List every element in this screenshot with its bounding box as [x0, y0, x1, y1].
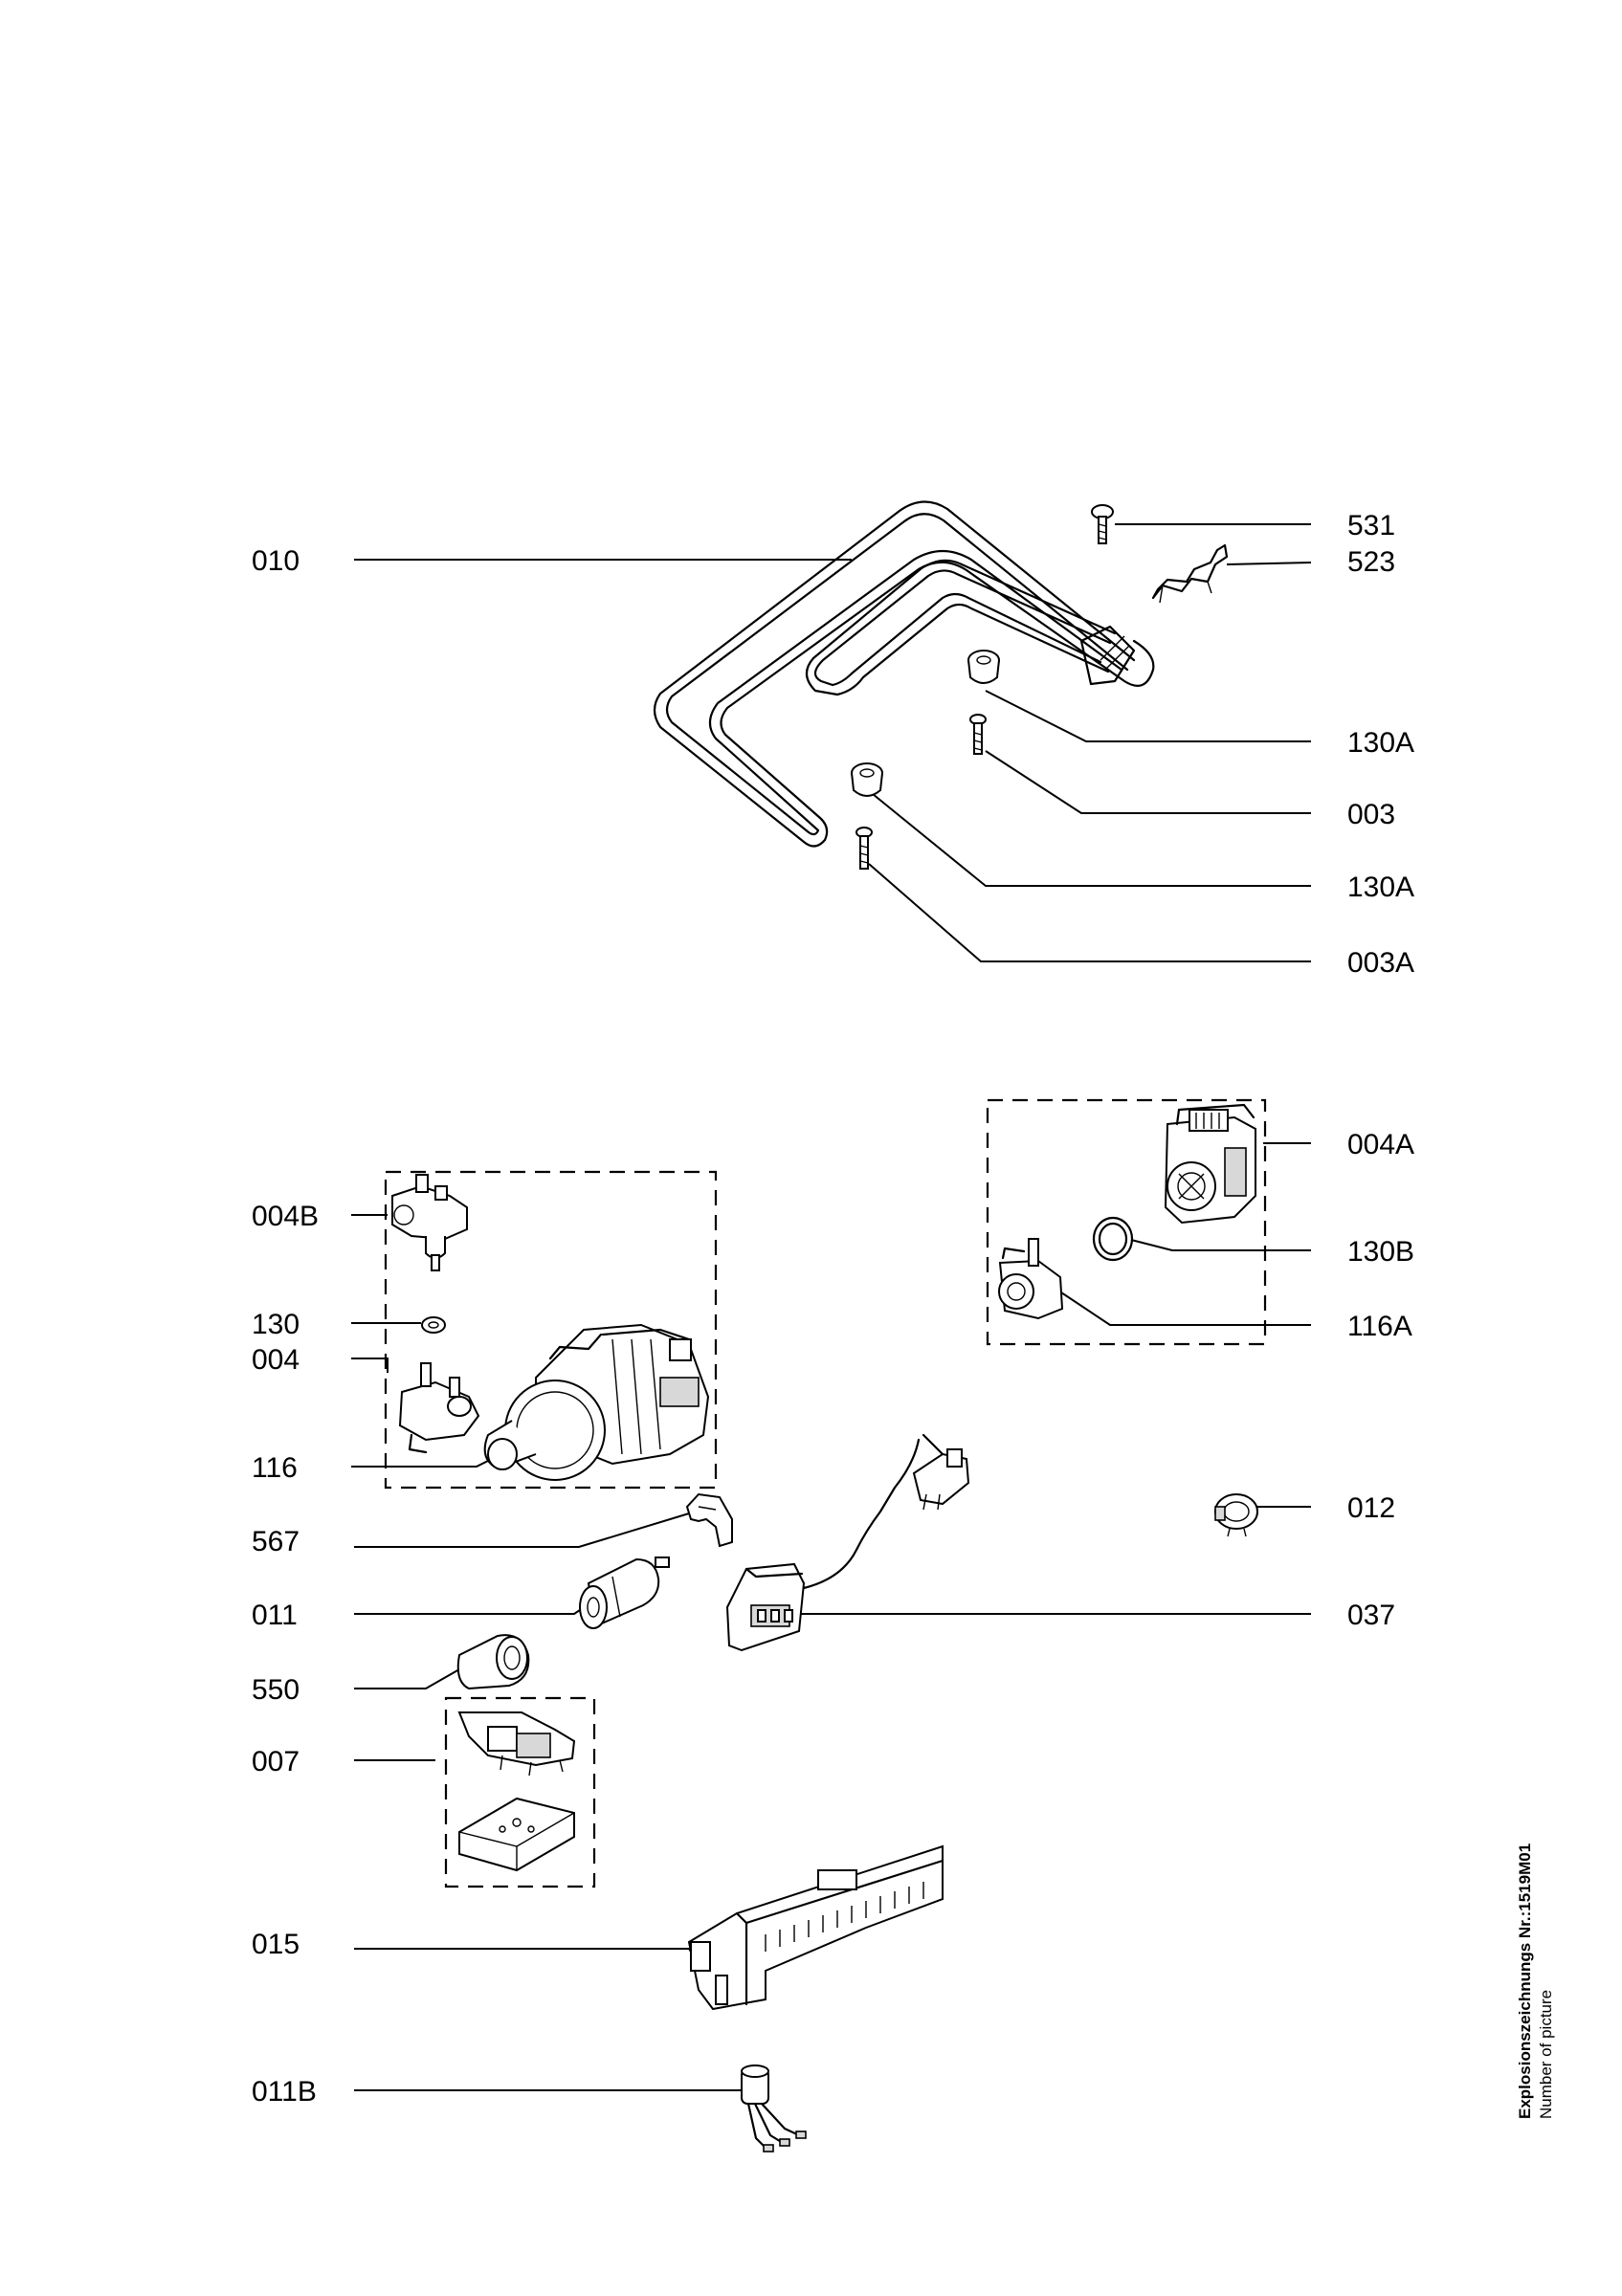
label-130: 130	[252, 1309, 300, 1340]
label-011: 011	[252, 1600, 298, 1631]
group-box-007	[444, 1696, 596, 1888]
control-module-015	[687, 1844, 944, 2011]
seal-ring-130B	[1092, 1216, 1134, 1262]
label-004: 004	[252, 1344, 300, 1376]
label-550: 550	[252, 1674, 300, 1706]
cap-550	[456, 1634, 530, 1690]
drain-pump-004A	[1164, 1103, 1256, 1225]
label-004A: 004A	[1347, 1129, 1414, 1160]
screw-531	[1091, 504, 1114, 544]
label-004B: 004B	[252, 1201, 319, 1232]
label-012: 012	[1347, 1492, 1395, 1524]
label-531: 531	[1347, 510, 1395, 541]
screw-003	[969, 714, 987, 755]
screw-003A	[855, 827, 873, 870]
leader-004	[351, 1358, 389, 1373]
leader-015	[354, 1948, 695, 1957]
label-116: 116	[252, 1452, 298, 1484]
label-130A-1: 130A	[1347, 727, 1414, 759]
label-037: 037	[1347, 1600, 1395, 1631]
leader-523	[1226, 562, 1312, 565]
switch-007	[457, 1711, 576, 1777]
nut-130	[421, 1316, 446, 1334]
leader-011	[354, 1601, 592, 1615]
leader-130A-2	[872, 793, 1311, 887]
insulation-pad-007	[458, 1797, 575, 1872]
part-labels: 010 531 523 130A 003 130A 003A 004A 130B…	[252, 510, 1414, 2108]
pressure-switch-004B	[391, 1174, 468, 1271]
label-007: 007	[252, 1746, 300, 1777]
grommet-130A-lower	[851, 762, 883, 797]
label-003: 003	[1347, 799, 1395, 830]
heating-element-010	[653, 500, 1155, 848]
label-523: 523	[1347, 546, 1395, 578]
bracket-523	[1151, 543, 1229, 604]
picture-number-caption: Explosionszeichnungs Nr.:1519M01 Number …	[1515, 1717, 1572, 2119]
label-003A: 003A	[1347, 947, 1414, 979]
label-116A: 116A	[1347, 1311, 1412, 1342]
leader-550	[354, 1668, 460, 1689]
leader-130B	[1130, 1239, 1311, 1251]
leader-567	[354, 1512, 690, 1548]
motor-011	[579, 1556, 670, 1629]
group-box-004B	[384, 1170, 718, 1490]
leader-130A-1	[985, 690, 1311, 742]
board-pins	[765, 1882, 924, 1952]
leader-003A	[868, 863, 1311, 962]
label-015: 015	[252, 1929, 300, 1960]
clip-567	[685, 1492, 733, 1548]
caption-title: Explosionszeichnungs Nr.:1519M01	[1516, 1843, 1534, 2119]
label-011B: 011B	[252, 2076, 317, 2108]
label-130A-2: 130A	[1347, 872, 1414, 903]
caption-subtitle: Number of picture	[1537, 1989, 1555, 2119]
power-cord-037	[725, 1433, 970, 1652]
thermostat-012	[1214, 1493, 1258, 1537]
leader-116A	[1052, 1286, 1311, 1326]
leader-116	[351, 1455, 499, 1468]
label-010: 010	[252, 545, 300, 577]
capacitor-011B	[741, 2064, 807, 2152]
grommet-130A-upper	[967, 650, 1000, 684]
pump-housing-116A	[998, 1238, 1064, 1320]
leader-003	[985, 750, 1311, 814]
label-567: 567	[252, 1526, 300, 1557]
group-box-004A	[986, 1098, 1267, 1346]
label-130B: 130B	[1347, 1236, 1414, 1268]
circulation-pump-004	[398, 1323, 710, 1481]
